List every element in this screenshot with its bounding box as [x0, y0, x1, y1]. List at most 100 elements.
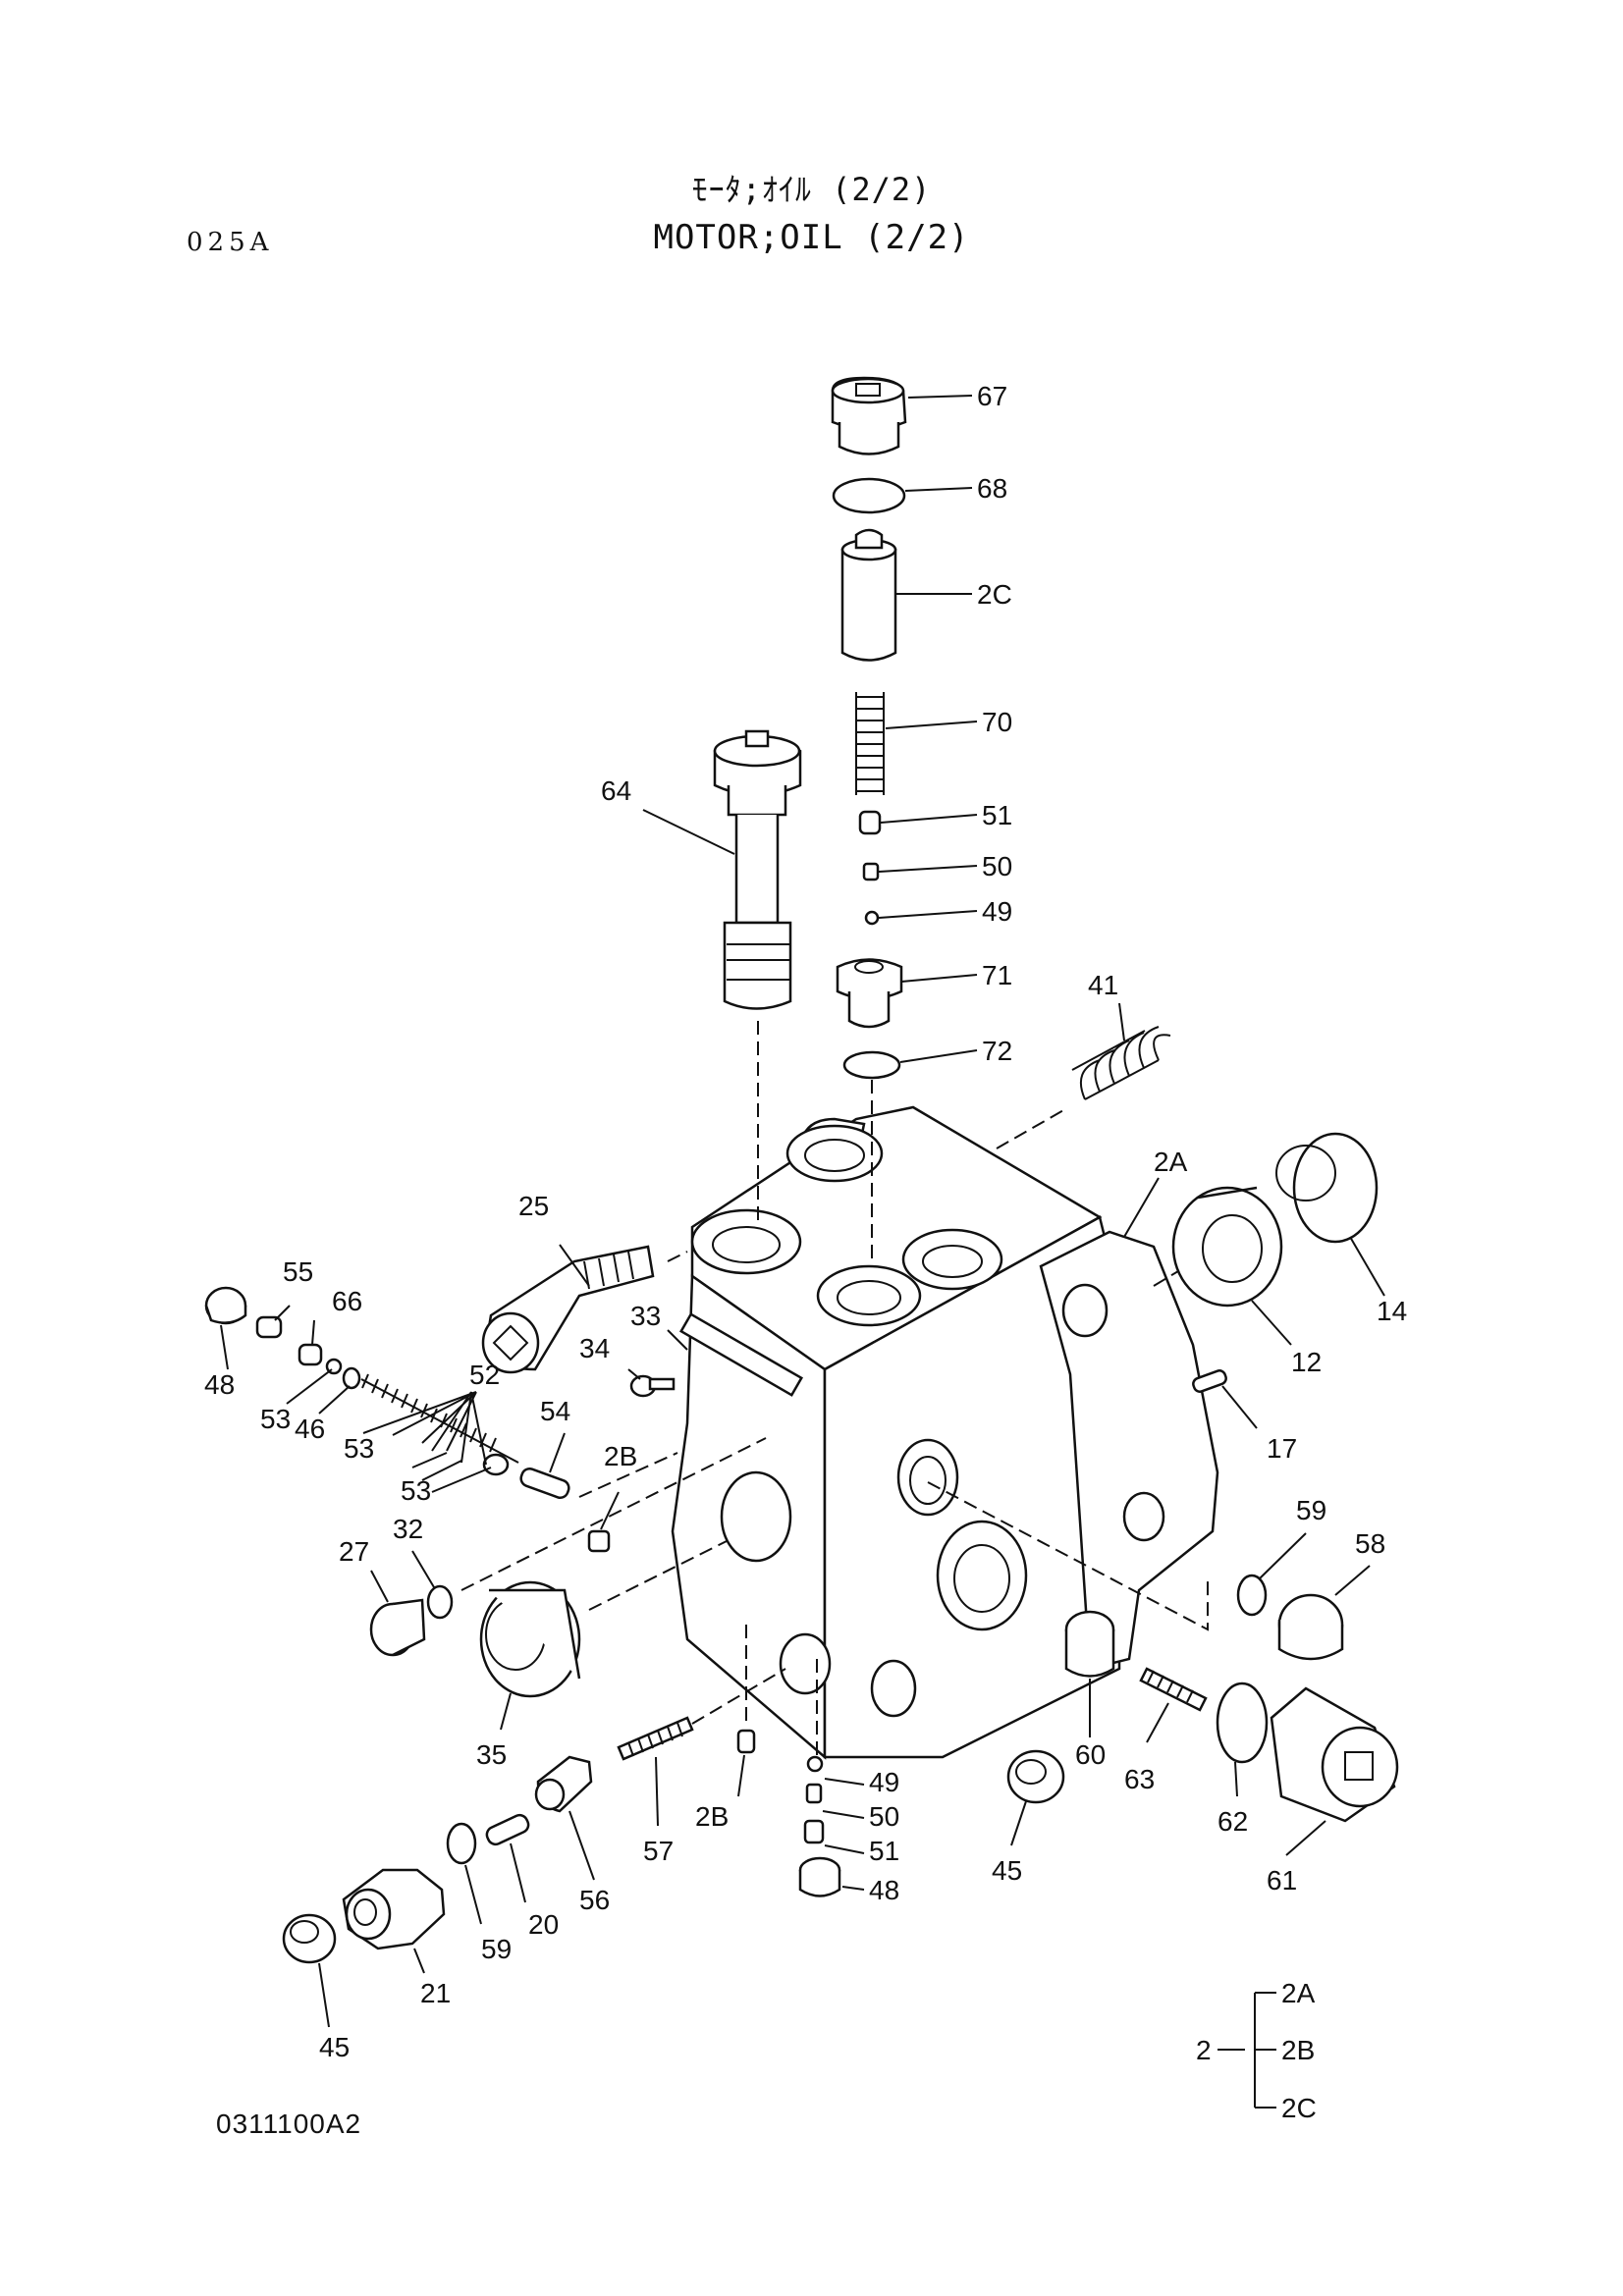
callout-2a: 2A	[1154, 1147, 1188, 1177]
callout-55: 55	[283, 1256, 313, 1287]
assembly-line-57	[691, 1668, 786, 1725]
callout-72: 72	[982, 1036, 1012, 1066]
o-ring-59-bottom[interactable]	[446, 1822, 477, 1865]
callout-46: 46	[295, 1414, 325, 1444]
callout-59-right: 59	[1296, 1495, 1326, 1525]
assembly-line-27	[460, 1437, 767, 1591]
callout-49-top: 49	[982, 896, 1012, 927]
callout-35: 35	[476, 1739, 507, 1770]
plug-61[interactable]	[1270, 1686, 1399, 1823]
poppet-56[interactable]	[534, 1755, 593, 1813]
callout-labels: 67 68 2C 70 51 50 49 71 72 64 41 2A 25 1…	[204, 381, 1407, 2062]
o-ring-72[interactable]	[842, 1050, 901, 1080]
spring-63[interactable]	[1139, 1667, 1208, 1712]
drawing-number: 0311100A2	[216, 2109, 362, 2139]
leader-lines	[220, 395, 1385, 2028]
callout-17: 17	[1267, 1433, 1297, 1464]
callout-53-b: 53	[344, 1433, 374, 1464]
callout-2b-bottom: 2B	[695, 1801, 729, 1832]
callout-71: 71	[982, 960, 1012, 990]
motor-housing-2a[interactable]	[671, 1105, 1219, 1760]
ring-46[interactable]	[342, 1366, 361, 1390]
plug-58[interactable]	[1277, 1593, 1344, 1661]
callout-53-a: 53	[260, 1404, 291, 1434]
callout-12: 12	[1291, 1347, 1322, 1377]
callout-58: 58	[1355, 1528, 1385, 1559]
plug-45-bottom[interactable]	[282, 1913, 337, 1964]
callout-25: 25	[518, 1191, 549, 1221]
callout-14: 14	[1377, 1296, 1407, 1326]
assembly-line-12	[1153, 1270, 1179, 1287]
cap-66[interactable]	[298, 1343, 323, 1366]
bearing-12[interactable]	[1171, 1186, 1283, 1308]
callout-33: 33	[630, 1301, 661, 1331]
page-title-english: MOTOR;OIL (2/2)	[653, 218, 970, 257]
callout-52: 52	[469, 1360, 500, 1390]
pin-17[interactable]	[1192, 1369, 1228, 1394]
callout-56: 56	[579, 1885, 610, 1915]
callout-21: 21	[420, 1978, 451, 2008]
callout-67: 67	[977, 381, 1007, 411]
assembly-line-41	[996, 1108, 1066, 1149]
callout-48-left: 48	[204, 1369, 235, 1400]
valve-64[interactable]	[713, 729, 802, 1010]
page-title-japanese: ﾓｰﾀ;ｵｲﾙ (2/2)	[691, 171, 932, 208]
cover-35[interactable]	[479, 1580, 581, 1698]
page-code: 025A	[187, 228, 274, 257]
ball-49-bottom[interactable]	[806, 1755, 824, 1773]
callout-51-bottom: 51	[869, 1836, 899, 1866]
callout-59-bottom: 59	[481, 1934, 512, 1964]
bolt-34[interactable]	[629, 1374, 676, 1398]
spring-57[interactable]	[617, 1716, 694, 1761]
spring-70[interactable]	[855, 692, 885, 795]
callout-64: 64	[601, 775, 631, 806]
callout-41: 41	[1088, 970, 1118, 1000]
callout-27: 27	[339, 1536, 369, 1567]
plug-51[interactable]	[858, 810, 882, 835]
legend-child-2b: 2B	[1281, 2035, 1315, 2065]
legend-child-2a: 2A	[1281, 1978, 1316, 2008]
callout-61: 61	[1267, 1865, 1297, 1896]
ball-49[interactable]	[864, 910, 880, 926]
plug-51-bottom[interactable]	[803, 1819, 825, 1844]
plug-45-right[interactable]	[1006, 1749, 1065, 1804]
legend-child-2c: 2C	[1281, 2093, 1317, 2123]
plate-33[interactable]	[679, 1312, 803, 1397]
o-ring-62[interactable]	[1216, 1682, 1269, 1764]
plug-2b-left[interactable]	[587, 1529, 611, 1553]
fitting-21[interactable]	[342, 1868, 446, 1950]
assembly-legend: 2 2A 2B 2C	[1196, 1978, 1317, 2123]
spring-50[interactable]	[862, 862, 880, 881]
plug-48-left[interactable]	[204, 1286, 247, 1325]
plug-2b-bottom[interactable]	[736, 1729, 756, 1754]
callout-50-top: 50	[982, 851, 1012, 881]
o-ring-68[interactable]	[832, 477, 906, 514]
callout-2c: 2C	[977, 579, 1012, 610]
callout-62: 62	[1217, 1806, 1248, 1837]
spring-41[interactable]	[1071, 1026, 1171, 1100]
callout-2b-left: 2B	[604, 1441, 637, 1471]
callout-50-bottom: 50	[869, 1801, 899, 1832]
pin-54[interactable]	[518, 1467, 570, 1500]
callout-53-c: 53	[401, 1475, 431, 1506]
callout-54: 54	[540, 1396, 570, 1426]
plug-48-bottom[interactable]	[798, 1856, 841, 1897]
callout-45-bottom: 45	[319, 2032, 350, 2062]
plug-55[interactable]	[255, 1315, 283, 1339]
ring-14[interactable]	[1275, 1132, 1379, 1244]
callout-60: 60	[1075, 1739, 1106, 1770]
piston-2c[interactable]	[840, 528, 897, 662]
seat-71[interactable]	[836, 958, 903, 1029]
callout-32: 32	[393, 1514, 423, 1544]
assembly-line-58	[927, 1481, 1209, 1631]
o-ring-32[interactable]	[426, 1584, 454, 1620]
plug-27[interactable]	[369, 1598, 426, 1657]
pin-20[interactable]	[484, 1813, 530, 1847]
callout-45-right: 45	[992, 1855, 1022, 1886]
assembly-line-35	[588, 1540, 728, 1611]
o-ring-59-right[interactable]	[1236, 1574, 1268, 1617]
plug-25[interactable]	[481, 1245, 655, 1374]
plug-67[interactable]	[831, 376, 907, 455]
callout-34: 34	[579, 1333, 610, 1363]
spring-50-bottom[interactable]	[805, 1783, 823, 1804]
